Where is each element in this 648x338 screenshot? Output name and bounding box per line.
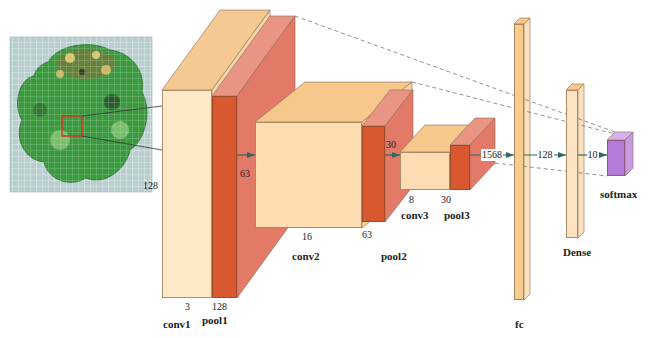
- dimension-label: 3: [185, 301, 190, 313]
- dimension-label: 16: [302, 231, 312, 243]
- photo-grid: [10, 37, 152, 192]
- dimension-label: 30: [441, 194, 451, 206]
- dimension-label: 30: [386, 139, 396, 151]
- receptive-field: [62, 116, 82, 136]
- layer-name: pool1: [202, 314, 228, 327]
- layer-block: pool1: [212, 96, 237, 298]
- layer-block: fc: [514, 24, 524, 300]
- layer-block: pool3: [450, 145, 470, 190]
- block-face: [578, 84, 584, 238]
- tensor-size: 128: [537, 149, 554, 161]
- layer-block: softmax: [607, 140, 625, 176]
- dimension-label: 8: [409, 194, 414, 206]
- layer-block: conv3: [400, 152, 450, 190]
- tensor-size: 10: [587, 149, 599, 161]
- dimension-label: 128: [212, 301, 227, 313]
- layer-name: conv2: [292, 250, 320, 263]
- layer-name: fc: [515, 318, 524, 331]
- dimension-label: 128: [143, 180, 158, 192]
- layer-name: pool2: [381, 250, 407, 263]
- layer-block: pool2: [362, 126, 385, 222]
- layer-block: conv2: [255, 122, 362, 228]
- block-face: [625, 132, 633, 176]
- flow-arrow: [385, 154, 400, 155]
- projection-line: [82, 106, 162, 116]
- layer-name: conv1: [163, 318, 191, 331]
- leaf-photo: [10, 37, 152, 192]
- layer-name: softmax: [600, 188, 637, 201]
- block-face: [524, 18, 530, 300]
- layer-name: conv3: [401, 209, 429, 222]
- tensor-size: 1568: [481, 149, 503, 161]
- dimension-label: 63: [362, 229, 372, 241]
- flow-arrow: [237, 154, 255, 155]
- dashed-projection: [495, 163, 607, 176]
- layer-block: conv1: [162, 90, 212, 298]
- layer-name: Dense: [563, 246, 591, 259]
- projection-line: [82, 136, 162, 150]
- layer-block: Dense: [566, 90, 578, 238]
- layer-name: pool3: [444, 209, 470, 222]
- dimension-label: 63: [240, 168, 250, 180]
